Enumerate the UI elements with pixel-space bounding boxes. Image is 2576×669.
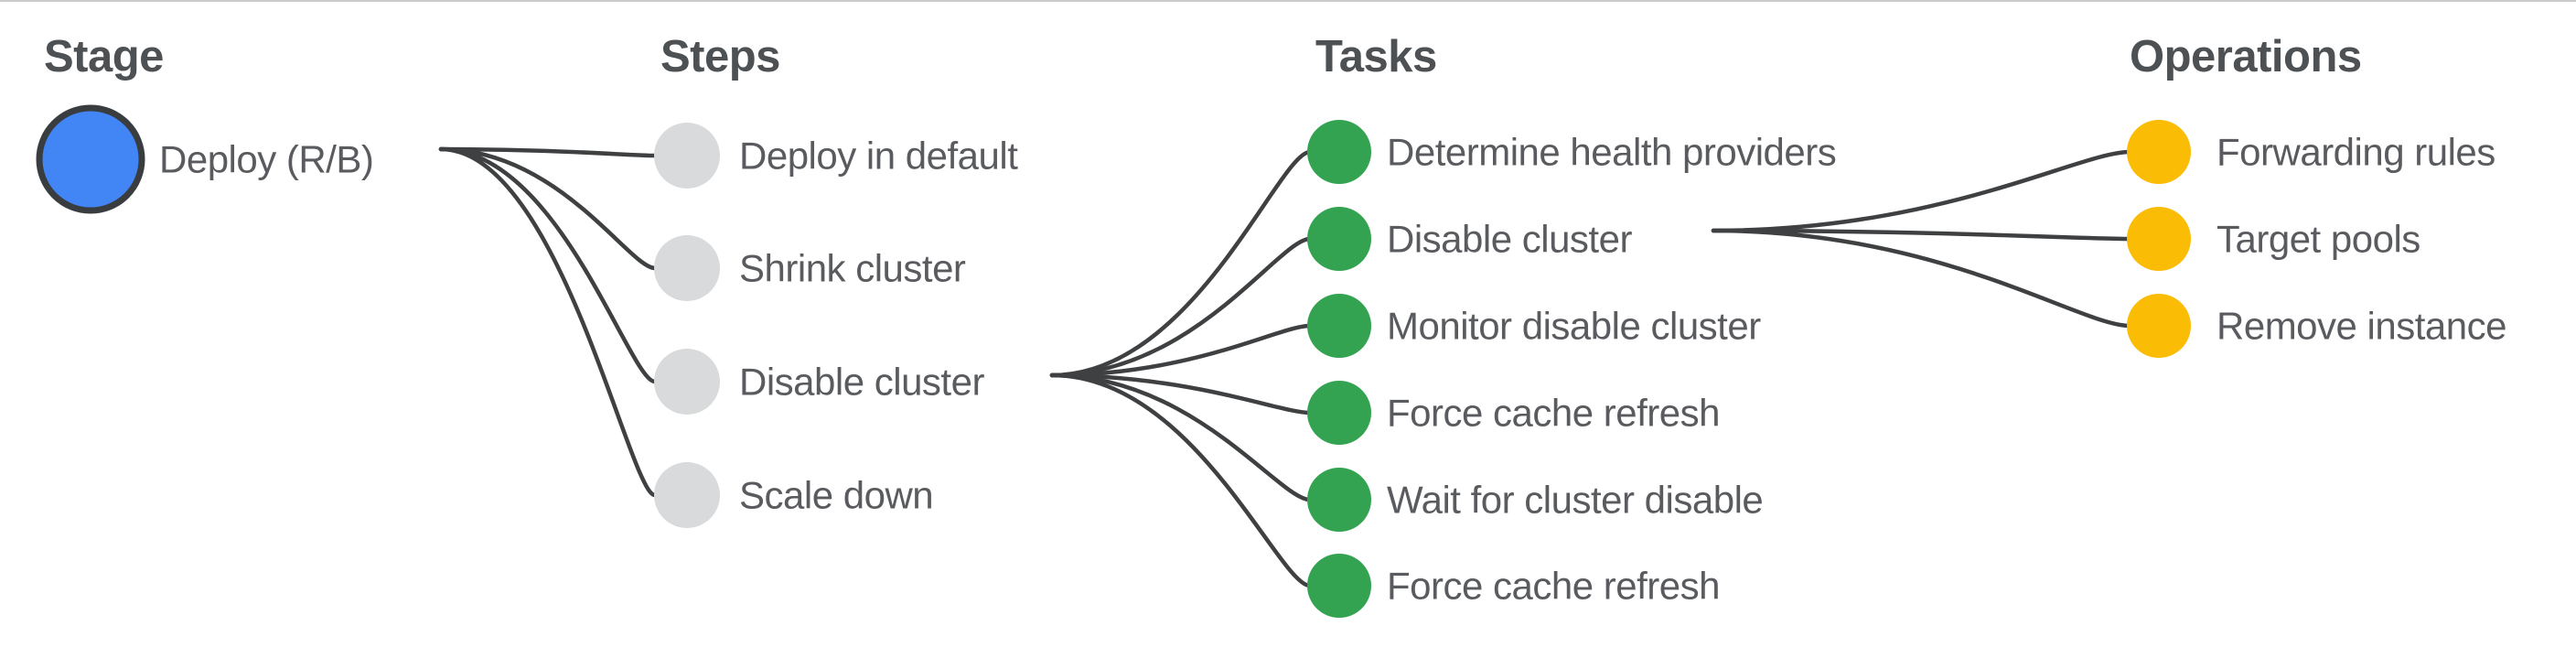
task-label-force-cache-refresh-2: Force cache refresh (1387, 565, 1720, 608)
edge-step-to-task-1 (1049, 149, 1313, 378)
column-header-steps: Steps (660, 32, 780, 81)
task-node-determine-health-providers (1307, 120, 1371, 184)
column-header-tasks: Tasks (1315, 32, 1437, 81)
column-header-stage: Stage (44, 32, 164, 81)
step-node-disable-cluster (654, 349, 720, 415)
operation-label-target-pools: Target pools (2216, 218, 2420, 261)
top-rule (0, 0, 2576, 2)
operation-node-forwarding-rules (2127, 120, 2191, 184)
task-nodes (1307, 120, 1371, 618)
edge-task-to-operation-3 (1711, 228, 2132, 329)
step-node-shrink-cluster (654, 235, 720, 301)
operation-label-remove-instance: Remove instance (2216, 305, 2506, 348)
task-node-force-cache-refresh-1 (1307, 381, 1371, 445)
edges-layer (438, 146, 2132, 588)
edge-step-to-task-5 (1049, 372, 1313, 502)
operation-label-forwarding-rules: Forwarding rules (2216, 131, 2496, 174)
operation-node-target-pools (2127, 207, 2191, 271)
step-node-deploy-in-default (654, 123, 720, 189)
task-node-wait-for-cluster-disable (1307, 468, 1371, 532)
step-label-shrink-cluster: Shrink cluster (739, 247, 966, 290)
edge-step-to-task-6 (1049, 372, 1313, 588)
task-label-determine-health-providers: Determine health providers (1387, 131, 1836, 174)
task-label-monitor-disable-cluster: Monitor disable cluster (1387, 305, 1761, 348)
stage-label-deploy-rb: Deploy (R/B) (159, 138, 373, 181)
edge-step-to-task-3 (1049, 323, 1313, 378)
task-label-force-cache-refresh-1: Force cache refresh (1387, 392, 1720, 435)
edge-task-to-operation-2 (1711, 228, 2132, 242)
task-label-wait-for-cluster-disable: Wait for cluster disable (1387, 479, 1763, 522)
column-headers: Stage Steps Tasks Operations (44, 32, 2362, 81)
step-label-disable-cluster: Disable cluster (739, 361, 984, 404)
task-node-disable-cluster (1307, 207, 1371, 271)
operation-nodes (2127, 120, 2191, 358)
edge-stage-to-step-4 (438, 146, 658, 498)
edge-stage-to-step-2 (438, 146, 658, 271)
step-node-scale-down (654, 462, 720, 528)
edge-task-to-operation-1 (1711, 149, 2132, 233)
edge-stage-to-step-1 (438, 146, 658, 158)
task-node-monitor-disable-cluster (1307, 294, 1371, 358)
step-label-deploy-in-default: Deploy in default (739, 135, 1018, 178)
column-header-operations: Operations (2130, 32, 2362, 81)
edge-stage-to-step-3 (438, 146, 658, 384)
edge-step-to-task-2 (1049, 236, 1313, 378)
task-label-disable-cluster: Disable cluster (1387, 218, 1632, 261)
step-nodes (654, 123, 720, 528)
step-label-scale-down: Scale down (739, 474, 933, 517)
stage-node-deploy-rb (36, 104, 145, 214)
task-node-force-cache-refresh-2 (1307, 554, 1371, 618)
operation-node-remove-instance (2127, 294, 2191, 358)
node-labels: Deploy (R/B) Deploy in default Shrink cl… (159, 131, 2507, 608)
edge-step-to-task-4 (1049, 372, 1313, 415)
stage-nodes (36, 104, 145, 214)
